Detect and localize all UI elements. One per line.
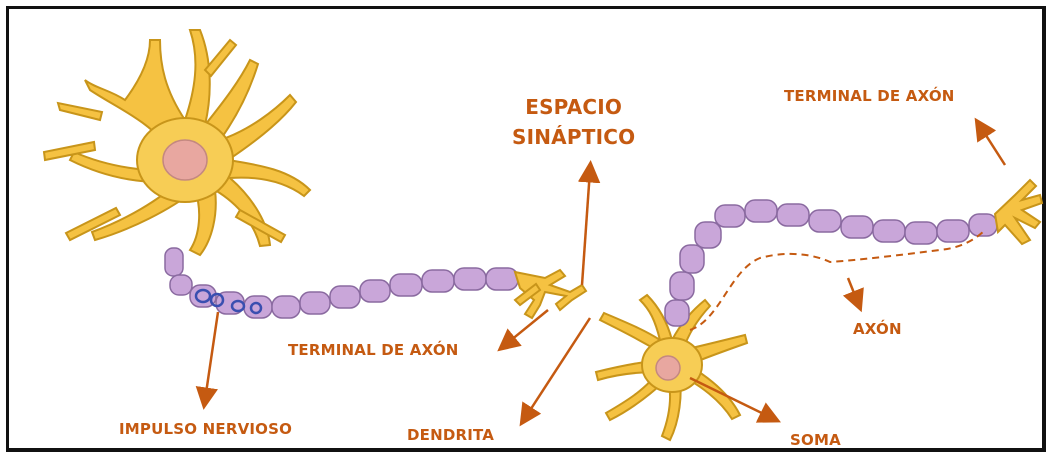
- neuron-1-axon: [164, 247, 519, 319]
- label-axon: AXÓN: [853, 320, 902, 338]
- neuron-2-axon: [664, 199, 998, 327]
- frame-border: [6, 6, 1046, 452]
- impulse-rings: [194, 288, 263, 315]
- label-dendrita: DENDRITA: [407, 426, 495, 444]
- axon-dashed-path: [689, 229, 986, 331]
- neuron-1-terminal: [513, 268, 588, 320]
- neuron-2-terminal: [993, 178, 1044, 246]
- label-espacio-sinaptico: ESPACIO SINÁPTICO: [512, 95, 636, 149]
- label-terminal-de-axon-mid: TERMINAL DE AXÓN: [288, 341, 459, 359]
- pointer-arrows: [195, 117, 1007, 427]
- neuron-1-nucleus: [162, 139, 208, 181]
- label-impulso-nervioso: IMPULSO NERVIOSO: [119, 420, 293, 438]
- label-terminal-de-axon-top: TERMINAL DE AXÓN: [784, 87, 955, 105]
- neuron-2-nucleus: [655, 355, 681, 381]
- label-soma: SOMA: [790, 431, 841, 449]
